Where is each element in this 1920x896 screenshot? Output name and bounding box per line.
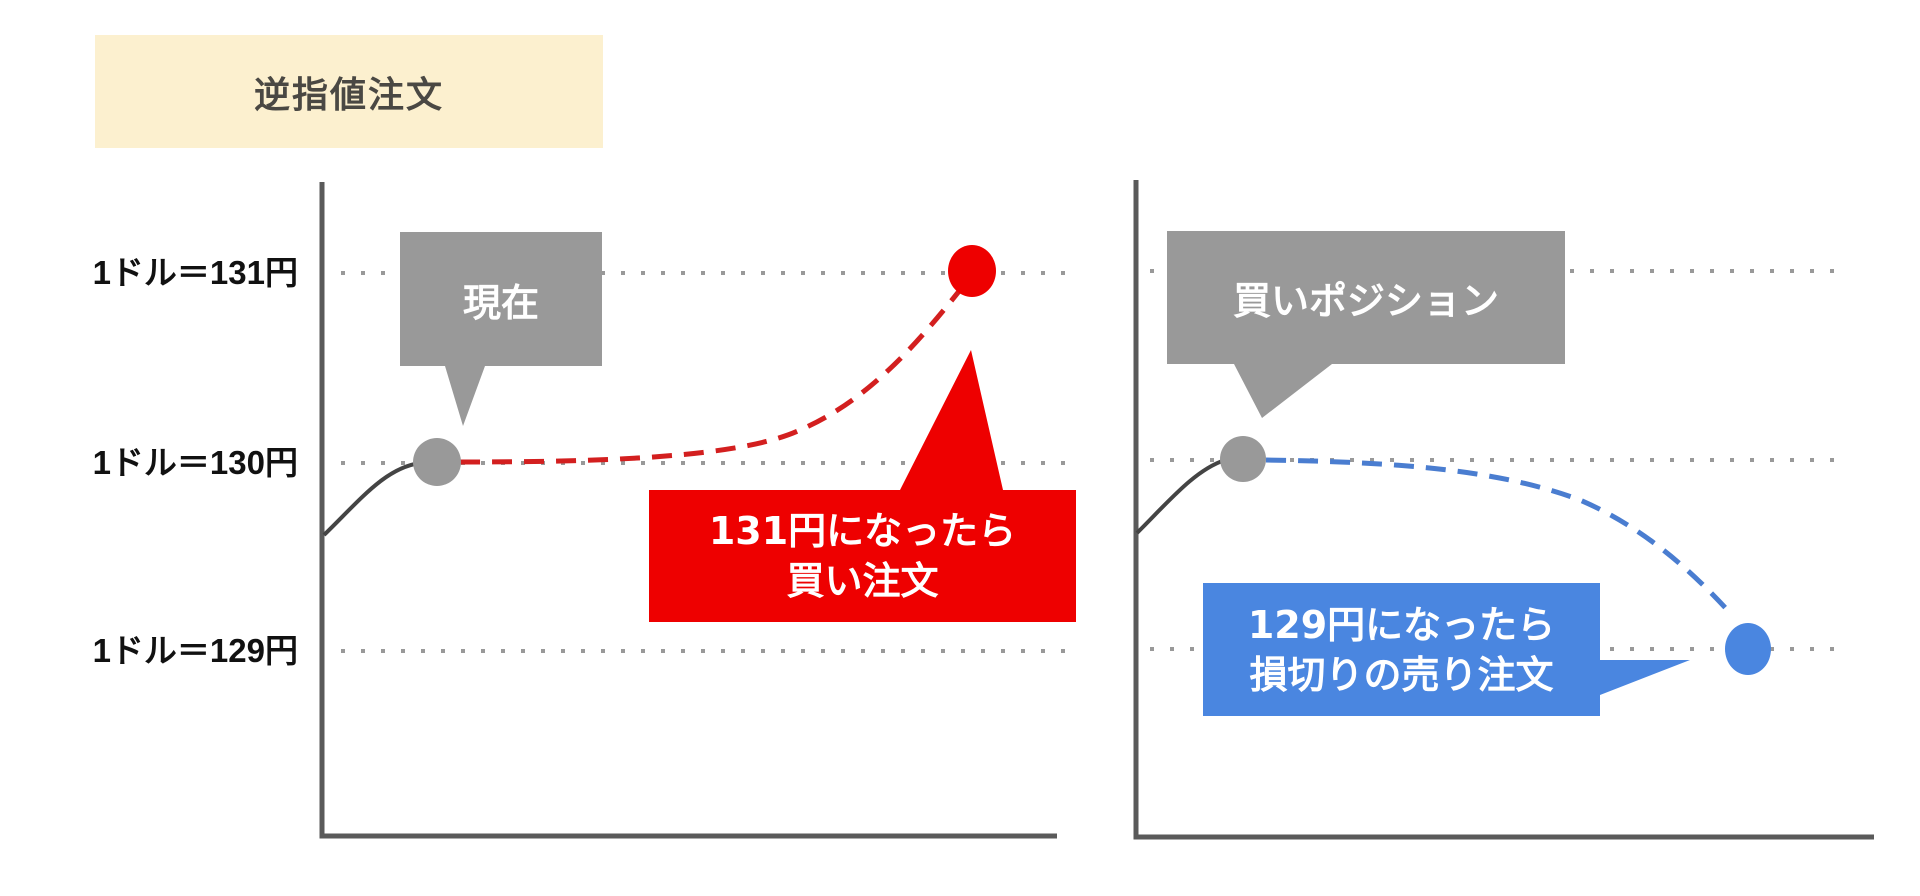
current-callout-label: 現在: [400, 232, 602, 366]
left-price-line: [322, 461, 421, 537]
position-label-text: 買いポジション: [1232, 279, 1499, 323]
current-price-marker: [413, 438, 461, 486]
right-axes: [1133, 180, 1874, 840]
buy-order-line1: 131円になったら: [708, 509, 1017, 553]
y-label-129: 1ドル＝129円: [92, 632, 298, 669]
current-label-text: 現在: [462, 280, 539, 325]
buy-order-line2: 買い注文: [786, 559, 939, 603]
current-callout: [400, 232, 602, 426]
left-axes: [319, 182, 1057, 839]
buy-order-label: 131円になったら 買い注文: [649, 490, 1076, 622]
right-price-line: [1135, 458, 1226, 535]
stop-loss-line2: 損切りの売り注文: [1249, 652, 1554, 697]
stop-loss-line1: 129円になったら: [1247, 602, 1556, 647]
left-projected-path: [459, 288, 962, 465]
stop-loss-marker: [1725, 623, 1771, 675]
right-projected-path: [1265, 457, 1734, 617]
buy-order-callout: [649, 350, 1076, 622]
right-chart: [1133, 180, 1874, 840]
stop-loss-label: 129円になったら 損切りの売り注文: [1203, 583, 1600, 716]
y-label-130: 1ドル＝130円: [92, 444, 298, 481]
stop-loss-callout: [1203, 583, 1690, 716]
buy-target-marker: [948, 245, 996, 297]
position-callout: [1167, 231, 1565, 418]
position-marker: [1220, 436, 1266, 482]
position-callout-label: 買いポジション: [1167, 231, 1565, 364]
page-title: 逆指値注文: [253, 74, 444, 116]
left-chart: [319, 182, 1078, 839]
title-banner: 逆指値注文: [95, 35, 603, 148]
y-label-131: 1ドル＝131円: [92, 254, 298, 291]
